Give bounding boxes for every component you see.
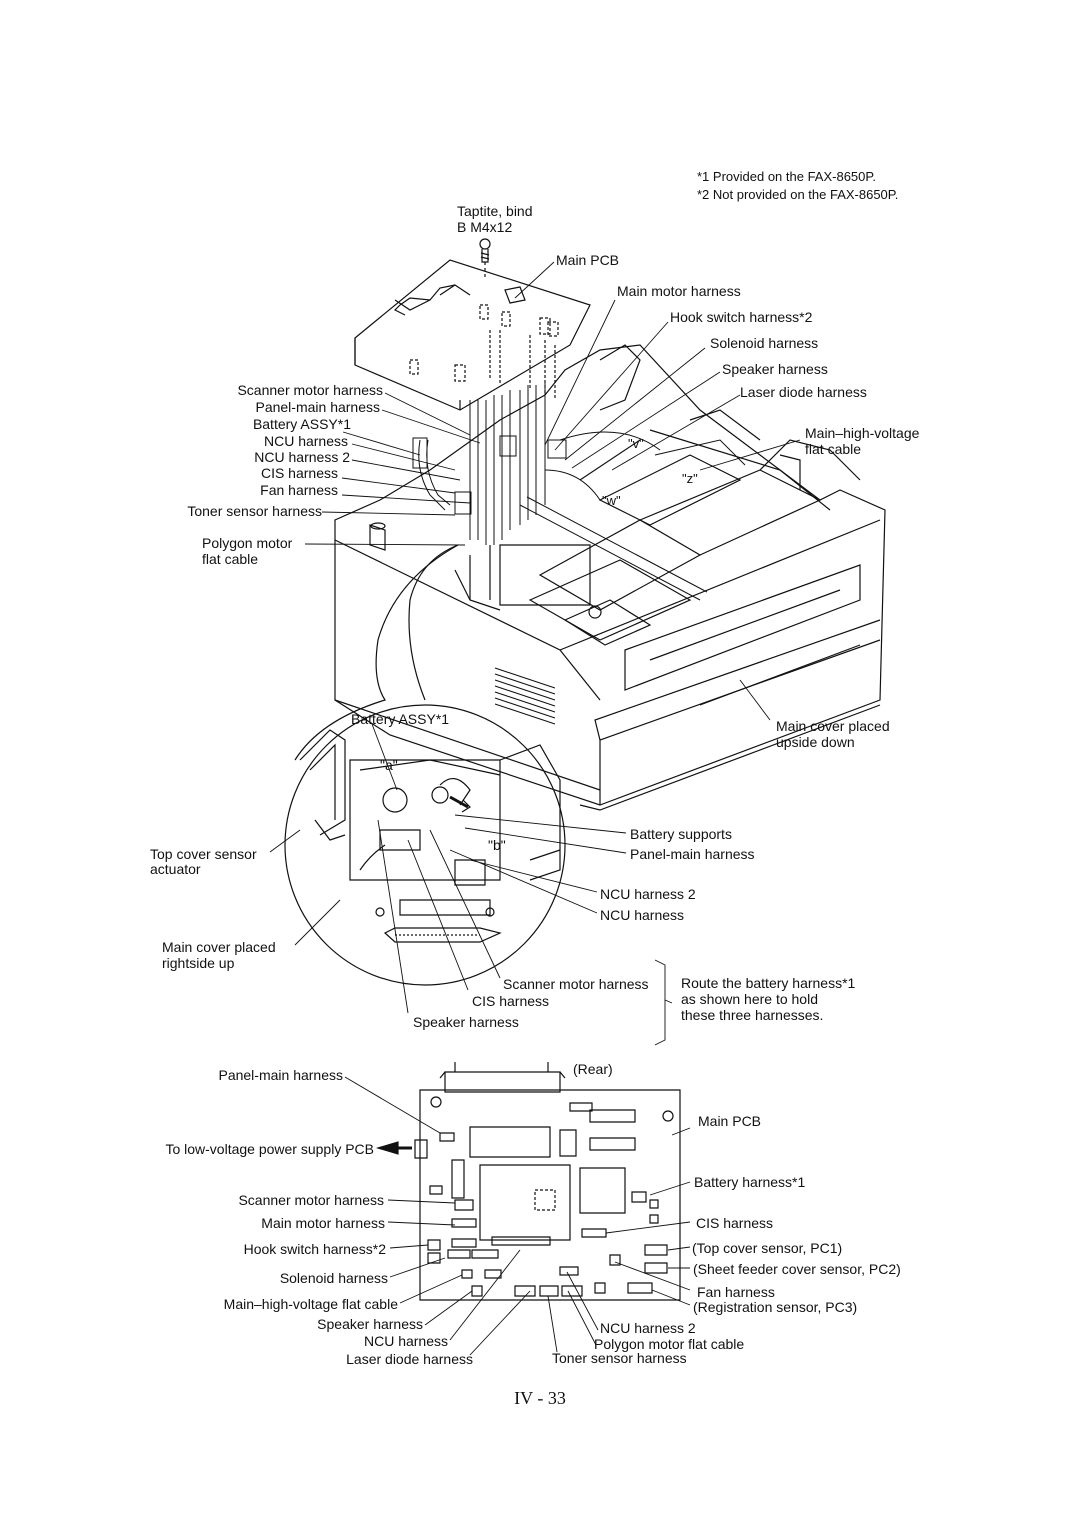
label-pcb-battery-harness: Battery harness*1 <box>694 1174 806 1190</box>
mark-v: "v" <box>628 436 644 451</box>
label-route-note-1: Route the battery harness*1 <box>681 975 856 991</box>
label-route-note-3: these three harnesses. <box>681 1007 824 1023</box>
label-pcb-main-hv: Main–high-voltage flat cable <box>223 1296 398 1312</box>
label-detail-battery-assy: Battery ASSY*1 <box>351 711 450 727</box>
label-polygon-motor-2: flat cable <box>202 551 259 567</box>
label-cis-harness: CIS harness <box>260 465 338 481</box>
label-pcb-solenoid: Solenoid harness <box>279 1270 388 1286</box>
pcb-layout <box>378 1062 680 1300</box>
footnote-2: *2 Not provided on the FAX-8650P. <box>697 187 899 202</box>
label-pcb-ncu2: NCU harness 2 <box>600 1320 696 1336</box>
mark-w: "w" <box>602 493 621 508</box>
label-main-pcb: Main PCB <box>556 252 620 268</box>
label-screw-size: B M4x12 <box>457 219 513 235</box>
page-number: IV - 33 <box>514 1388 566 1408</box>
label-rear: (Rear) <box>573 1061 613 1077</box>
vent-grille <box>488 668 563 917</box>
label-pcb-main-motor: Main motor harness <box>261 1215 385 1231</box>
leader-lines-detail <box>270 724 672 1045</box>
leader-lines-pcb <box>345 1077 690 1355</box>
label-panel-main-harness: Panel-main harness <box>255 399 380 415</box>
label-pcb-speaker: Speaker harness <box>317 1316 423 1332</box>
label-pcb-hook-switch: Hook switch harness*2 <box>243 1241 386 1257</box>
label-pcb-fan: Fan harness <box>697 1284 775 1300</box>
label-detail-ncu2: NCU harness 2 <box>600 886 696 902</box>
harness-bundle <box>413 380 660 545</box>
label-detail-scanner-motor: Scanner motor harness <box>503 976 649 992</box>
label-toner-sensor-harness: Toner sensor harness <box>187 503 322 519</box>
label-pcb-laser: Laser diode harness <box>346 1351 473 1367</box>
mark-b: "b" <box>488 837 506 853</box>
label-pcb-panel-main: Panel-main harness <box>218 1067 343 1083</box>
label-pcb-top-cover-sensor: (Top cover sensor, PC1) <box>692 1240 843 1256</box>
leader-lines-top <box>305 262 800 720</box>
label-battery-assy: Battery ASSY*1 <box>252 416 351 432</box>
label-pcb-polygon: Polygon motor flat cable <box>594 1336 745 1352</box>
mark-z: "z" <box>682 471 698 486</box>
label-pcb-scanner-motor: Scanner motor harness <box>238 1192 384 1208</box>
label-detail-speaker: Speaker harness <box>413 1014 519 1030</box>
label-ncu-harness-2: NCU harness 2 <box>254 449 350 465</box>
label-detail-cis: CIS harness <box>472 993 550 1009</box>
label-pcb-cis: CIS harness <box>696 1215 774 1231</box>
label-speaker-harness: Speaker harness <box>722 361 828 377</box>
screw <box>480 239 490 278</box>
label-top-cover-actuator-2: actuator <box>150 861 201 877</box>
label-detail-ncu: NCU harness <box>600 907 685 923</box>
label-pcb-registration: (Registration sensor, PC3) <box>693 1299 858 1315</box>
label-fan-harness: Fan harness <box>260 482 338 498</box>
label-polygon-motor: Polygon motor <box>202 535 293 551</box>
label-hook-switch-harness: Hook switch harness*2 <box>670 309 813 325</box>
label-main-cover-up-2: rightside up <box>162 955 235 971</box>
label-main-cover-up: Main cover placed <box>162 939 276 955</box>
label-top-cover-actuator: Top cover sensor <box>150 846 257 862</box>
chassis-illustration <box>335 345 885 917</box>
label-screw: Taptite, bind <box>457 203 533 219</box>
mark-a: "a" <box>380 757 398 773</box>
label-solenoid-harness: Solenoid harness <box>710 335 819 351</box>
label-ncu-harness: NCU harness <box>263 433 348 449</box>
footnote-1: *1 Provided on the FAX-8650P. <box>697 169 876 184</box>
label-low-voltage-pcb: To low-voltage power supply PCB <box>165 1141 374 1157</box>
label-main-hv-cable-2: flat cable <box>805 441 862 457</box>
label-pcb-main-pcb: Main PCB <box>698 1113 762 1129</box>
label-laser-diode-harness: Laser diode harness <box>740 384 867 400</box>
detail-circle <box>285 545 565 985</box>
main-pcb-exploded <box>355 239 590 410</box>
label-main-hv-cable: Main–high-voltage <box>805 425 920 441</box>
label-battery-supports: Battery supports <box>630 826 732 842</box>
label-main-cover-down-2: upside down <box>776 734 855 750</box>
label-pcb-sheet-feeder: (Sheet feeder cover sensor, PC2) <box>693 1261 901 1277</box>
label-route-note-2: as shown here to hold <box>681 991 818 1007</box>
label-pcb-ncu: NCU harness <box>363 1333 448 1349</box>
label-main-cover-down: Main cover placed <box>776 718 890 734</box>
label-main-motor-harness: Main motor harness <box>617 283 741 299</box>
label-detail-panel-main: Panel-main harness <box>630 846 755 862</box>
label-pcb-toner: Toner sensor harness <box>552 1350 687 1366</box>
label-scanner-motor-harness: Scanner motor harness <box>237 382 383 398</box>
